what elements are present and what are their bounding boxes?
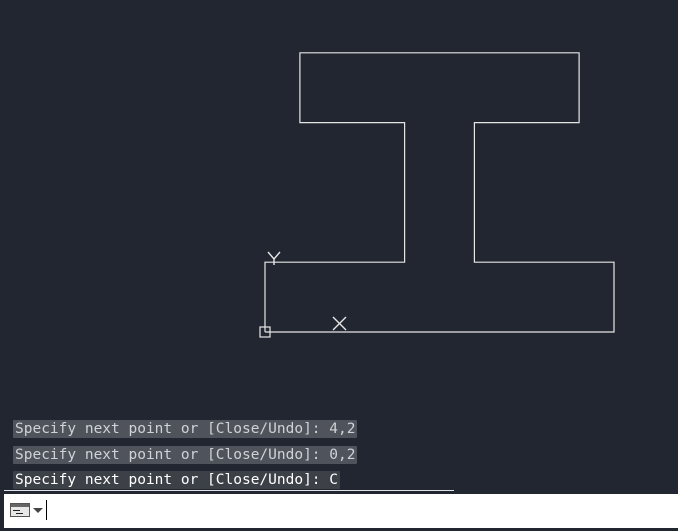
history-line-current: Specify next point or [Close/Undo]: C	[13, 471, 341, 489]
history-line: Specify next point or [Close/Undo]: 0,2	[13, 446, 358, 464]
command-prompt-icon[interactable]	[10, 503, 30, 517]
chevron-down-icon[interactable]	[33, 508, 43, 513]
command-line[interactable]	[4, 494, 678, 528]
command-divider	[4, 490, 454, 491]
ucs-origin-square	[259, 326, 271, 338]
ucs-x-axis-glyph	[332, 316, 347, 331]
command-input[interactable]	[44, 498, 668, 524]
i-beam-polyline[interactable]	[264, 52, 615, 333]
ucs-y-axis-glyph	[267, 251, 281, 265]
ucs-icon	[259, 251, 347, 338]
history-line: Specify next point or [Close/Undo]: 4,2	[13, 420, 358, 438]
text-cursor	[46, 500, 47, 520]
